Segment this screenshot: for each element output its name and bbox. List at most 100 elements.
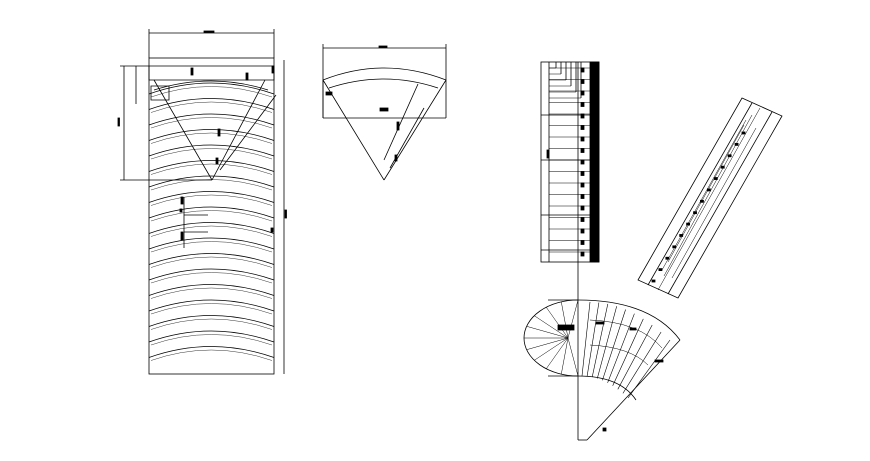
section-step-mark <box>580 205 585 211</box>
spiral-radial-line <box>546 337 569 369</box>
spiral-radial-line <box>534 315 569 339</box>
stringer-tick <box>741 131 746 135</box>
stringer-tick <box>686 222 691 226</box>
landing-sector <box>148 65 277 181</box>
spiral-radial-line <box>561 337 569 375</box>
section-step-mark <box>580 113 585 119</box>
spiral-fan-line <box>617 324 653 390</box>
stair-tread <box>148 98 275 110</box>
stair-tread <box>148 299 275 312</box>
spiral-fan-line <box>597 306 617 379</box>
spiral-radial-line <box>546 307 569 339</box>
stair-tread-nosing <box>150 272 273 284</box>
stair-tread-nosing <box>150 318 273 330</box>
section-step-mark <box>580 228 585 234</box>
stair-tread-nosing <box>150 241 273 253</box>
stringer-tick <box>700 199 704 203</box>
spiral-fan-line <box>602 309 626 381</box>
section-dimension-tick <box>546 149 550 159</box>
spiral-outer-arc <box>577 299 681 341</box>
stair-tread <box>148 206 275 219</box>
stair-tread <box>148 222 275 234</box>
stair-tread-nosing <box>150 132 273 144</box>
section-step-mark <box>580 194 585 199</box>
center-guide-lines <box>183 197 208 248</box>
stair-tread-nosing <box>150 210 273 222</box>
stair-tread-nosing <box>150 117 273 129</box>
spiral-radial-line <box>526 326 569 339</box>
stringer-tick <box>706 188 711 192</box>
section-step-mark <box>580 217 585 222</box>
stair-tread-nosing <box>150 194 273 206</box>
section-step-mark <box>580 67 585 73</box>
spiral-radial-line <box>567 337 579 377</box>
stair-tread-nosing <box>150 101 273 113</box>
stair-tread <box>148 82 275 95</box>
stair-tread-nosing <box>150 287 273 299</box>
section-step-mark <box>580 90 585 96</box>
section-step-mark <box>580 148 585 153</box>
stringer-tick <box>734 142 739 146</box>
stair-tread <box>148 253 275 265</box>
spiral-radial-line <box>561 301 569 339</box>
stair-tread <box>148 284 275 296</box>
height-dimension-line <box>117 60 287 374</box>
section-level-lines <box>541 114 590 251</box>
section-step-mark <box>580 240 585 245</box>
spiral-center-post <box>557 324 575 331</box>
stringer-tick <box>720 165 725 169</box>
stringer-tick <box>651 279 656 283</box>
section-step-mark <box>580 159 585 165</box>
stair-plan-view <box>117 29 287 375</box>
stair-tread-nosing <box>150 225 273 237</box>
stair-tread <box>148 330 275 343</box>
stair-section-elevation <box>540 61 600 440</box>
section-step-mark <box>580 136 585 142</box>
stair-tread <box>148 315 275 327</box>
single-tread-detail <box>322 44 447 181</box>
stringer-tick <box>658 268 663 272</box>
stair-tread <box>148 160 275 172</box>
spiral-inner-arc <box>577 375 637 401</box>
stair-tread <box>148 191 275 203</box>
section-step-mark <box>580 102 585 107</box>
stringer-tick <box>727 154 732 158</box>
spiral-radial-line <box>534 337 569 361</box>
spiral-dimension-ticks <box>595 321 664 432</box>
section-step-mark <box>580 251 585 257</box>
stair-plan-outline <box>148 57 275 375</box>
stair-tread <box>148 268 275 281</box>
spiral-radial-line <box>526 337 569 350</box>
section-step-mark <box>580 79 585 84</box>
stringer-tick <box>713 177 718 180</box>
stair-tread-nosing <box>150 256 273 268</box>
stair-tread <box>148 144 275 157</box>
stair-tread-nosing <box>150 303 273 315</box>
spiral-fan-line <box>622 331 662 394</box>
spiral-fan-line <box>627 339 671 399</box>
stair-tread <box>148 237 275 250</box>
stringer-tick <box>665 256 670 260</box>
section-step-mark <box>580 182 585 188</box>
section-step-lines <box>549 62 590 257</box>
spiral-radial-line <box>567 299 579 339</box>
stair-tread <box>148 113 275 126</box>
stair-tread-nosing <box>150 334 273 346</box>
stringer-tick <box>693 211 697 215</box>
stair-tread-nosing <box>150 163 273 175</box>
stringer-tick <box>672 245 677 249</box>
spiral-fan-line <box>607 313 635 383</box>
section-step-mark <box>580 171 585 176</box>
stringer-tick <box>679 234 684 237</box>
spiral-fan-treads <box>581 301 671 399</box>
stringer-step-ticks <box>651 131 746 283</box>
spiral-stair-plan <box>523 299 681 441</box>
spiral-fan-line <box>591 303 609 378</box>
spiral-fan-line <box>586 302 600 377</box>
stair-tread-nosing <box>150 148 273 160</box>
stair-tread <box>148 175 275 188</box>
stair-tread <box>148 129 275 141</box>
section-step-mark <box>580 125 585 130</box>
spiral-fan-line <box>581 301 591 377</box>
